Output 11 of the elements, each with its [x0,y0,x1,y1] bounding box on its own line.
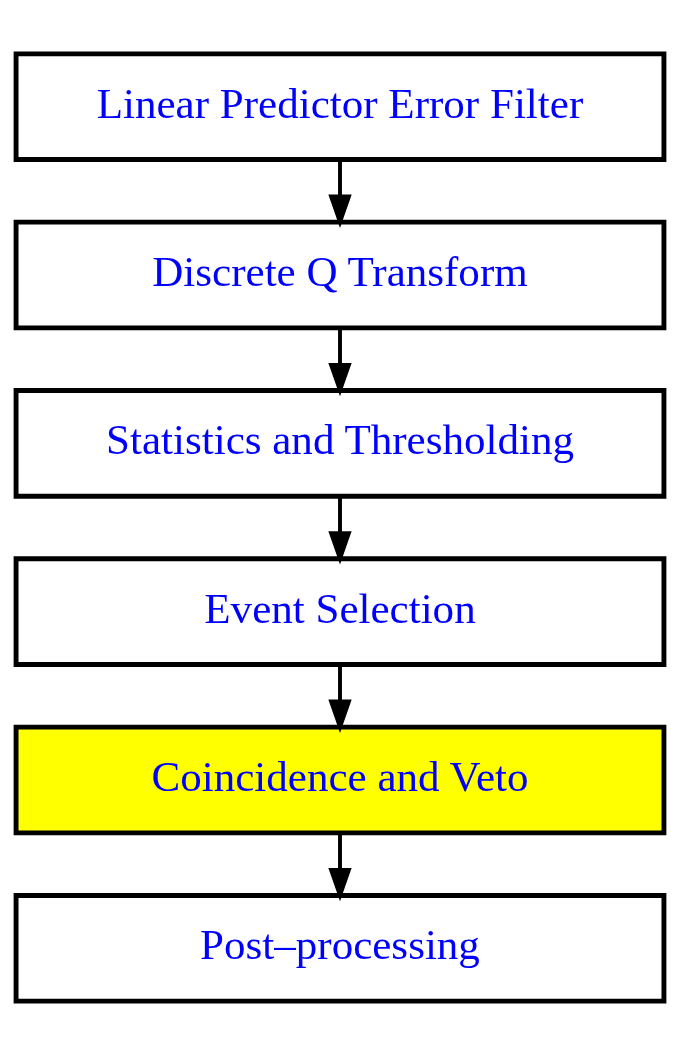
arrow [328,496,352,565]
arrow [328,159,352,228]
arrow [328,328,352,397]
node-box: Event Selection [13,556,667,667]
node-box: Coincidence and Veto [13,724,667,836]
node-box: Discrete Q Transform [13,219,667,331]
node-box: Statistics and Thresholding [13,388,667,499]
arrow [328,664,352,733]
node-box: Post–processing [13,893,667,1004]
arrow [328,833,352,902]
node-box: Linear Predictor Error Filter [13,51,667,162]
